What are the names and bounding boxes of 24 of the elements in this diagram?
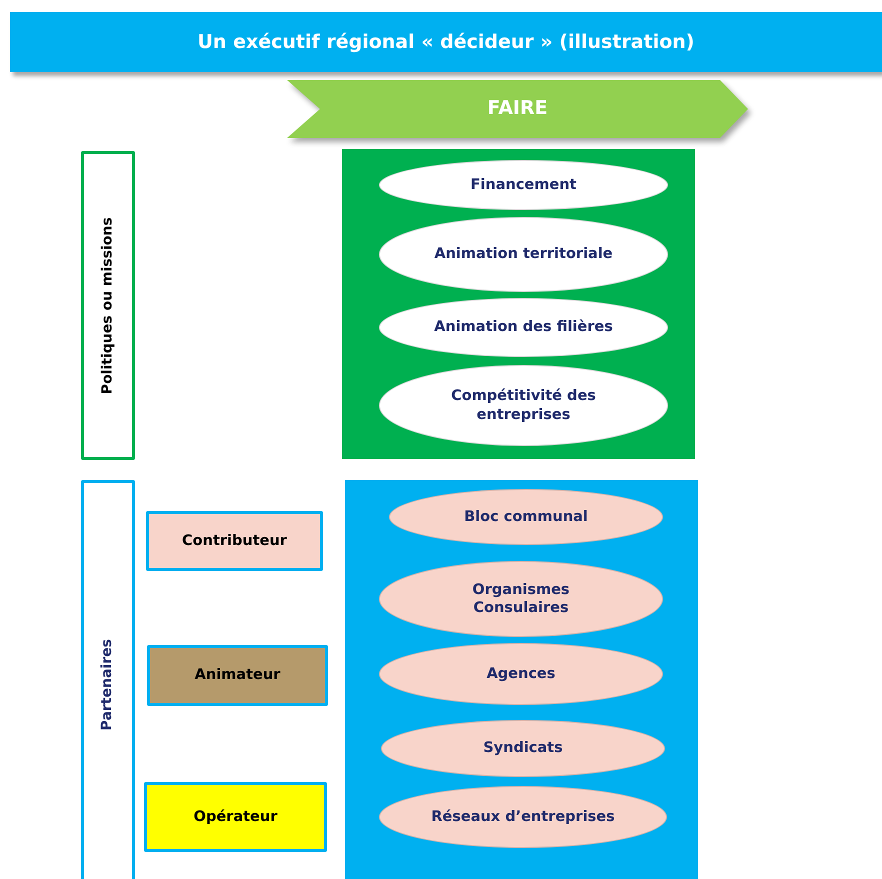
title: Un exécutif régional « décideur » (illustration) [198, 31, 694, 53]
node-text: Opérateur [194, 808, 278, 826]
node-text: Agences [486, 664, 556, 684]
chevron-banner [287, 80, 748, 138]
vertical-label-box [81, 480, 135, 879]
node-text: Syndicats [483, 739, 563, 758]
node-text: Animateur [194, 666, 280, 685]
panel [345, 480, 698, 879]
node-text: Animation des filières [434, 318, 613, 337]
node-text: Contributeur [182, 532, 287, 550]
node-text: Bloc communal [464, 508, 588, 526]
node-text: Réseaux d’entreprises [431, 808, 615, 826]
role-box [147, 645, 328, 706]
node-text: Financement [470, 176, 576, 194]
node-text: Organismes Consulaires [471, 580, 571, 618]
node-text: Compétitivité des entreprises [450, 387, 597, 424]
node-text: Animation territoriale [434, 245, 613, 264]
role-box [144, 782, 327, 852]
node-text: Partenaires [99, 639, 116, 731]
panel [342, 149, 695, 459]
node-text: FAIRE [487, 97, 548, 121]
node-text: Politiques ou missions [99, 217, 116, 394]
role-box [146, 511, 323, 571]
vertical-label-box [81, 151, 135, 460]
